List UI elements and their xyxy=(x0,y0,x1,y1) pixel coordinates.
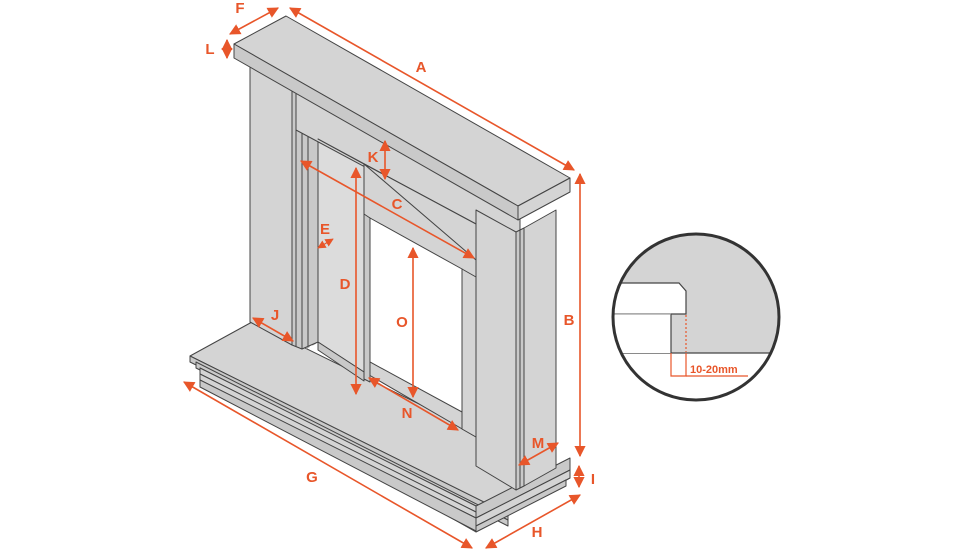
label-c: C xyxy=(392,196,403,213)
dimension-labels: A B C D E F G H I J K L M N O xyxy=(205,0,595,541)
right-leg xyxy=(475,209,557,491)
dimension-lines xyxy=(183,7,586,549)
label-j: J xyxy=(271,307,279,324)
label-l: L xyxy=(205,41,214,58)
label-h: H xyxy=(532,524,543,541)
label-k: K xyxy=(368,149,379,166)
label-b: B xyxy=(564,312,575,329)
label-a: A xyxy=(416,59,427,76)
label-n: N xyxy=(402,405,413,422)
label-e: E xyxy=(320,221,330,238)
label-f: F xyxy=(235,0,244,17)
detail-inset: 10-20mm xyxy=(611,232,781,402)
label-g: G xyxy=(306,469,318,486)
label-m: M xyxy=(532,435,545,452)
label-d: D xyxy=(340,276,351,293)
label-o: O xyxy=(396,314,408,331)
label-i: I xyxy=(591,471,595,488)
gap-label: 10-20mm xyxy=(690,364,738,376)
left-leg xyxy=(249,59,303,350)
